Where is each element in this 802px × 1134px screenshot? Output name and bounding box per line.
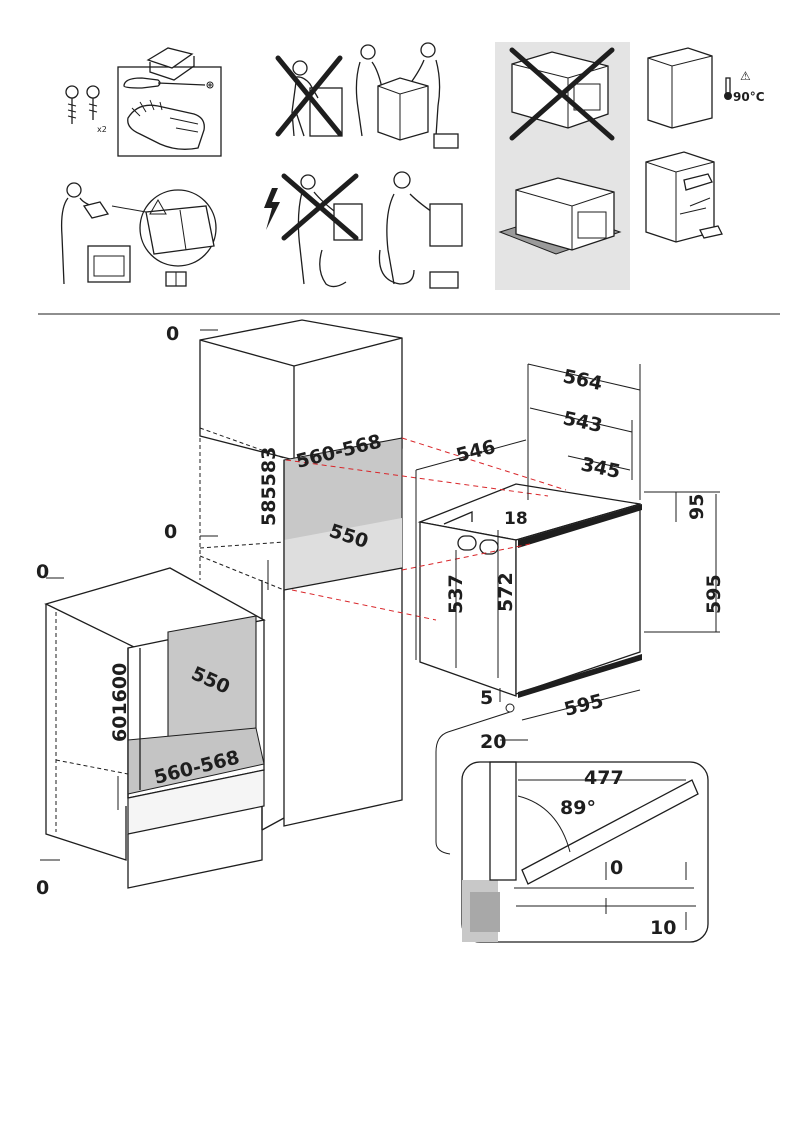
dim-door-clearance-bottom: 10 [650,917,676,939]
oven-on-floor-crossed-icon [509,47,615,141]
dim-door-clearance-top: 0 [610,857,623,879]
screwdriver-icon [123,77,214,89]
dim-tall-side-clearance: 0 [164,521,177,543]
base-cabinet [44,567,266,889]
single-person-lift-crossed-icon [275,55,343,137]
alignment-lines [285,437,567,621]
dim-base-top-clearance: 0 [36,561,49,583]
dim-tall-niche-height: 585583 [258,447,280,526]
level-tool-icon [146,47,195,81]
quantity-label: x2 [97,125,107,134]
dim-door-angle: 89° [560,797,596,819]
oven-on-pallet-icon [498,177,622,255]
dim-oven-panel-height: 95 [686,494,708,520]
dim-oven-body-height-inner: 537 [445,574,467,614]
oven [417,483,642,698]
cabinet-cleaning-icon [645,151,723,243]
read-manual-icon [60,182,217,287]
dim-oven-front-offset: 20 [480,731,506,753]
dim-oven-rear-depth: 345 [579,453,622,483]
technician-icon [378,171,463,289]
dim-oven-body-height-outer: 572 [495,572,517,612]
dim-base-bottom-clearance: 0 [36,877,49,899]
gloves-icon [127,99,205,150]
dim-door-width: 477 [584,767,624,789]
tall-cabinet [199,319,403,831]
dimension-lines [40,329,720,861]
warning-symbol: ⚠ [740,69,751,83]
cabinet-ventilation-icon: ⚠ 90°C [647,47,765,129]
toolbox-icon [433,133,459,149]
installation-diagram: 0 0 585583 560-568 550 0 0 601600 550 56… [36,319,725,943]
dim-oven-front-height: 595 [703,574,725,614]
dim-oven-top-offset: 18 [504,509,528,529]
dim-oven-side-depth: 546 [454,436,498,467]
dim-oven-overall-depth: 564 [561,365,604,395]
screws-icon: x2 [65,85,107,134]
door-detail [461,761,709,943]
dim-oven-bottom-gap: 5 [480,687,493,709]
toolbox-icon-2 [429,271,459,289]
dim-oven-body-depth: 543 [561,407,604,437]
safety-pictograms: x2 [60,42,765,290]
dim-tall-top-clearance: 0 [166,323,179,345]
dim-oven-front-width: 595 [562,690,606,721]
dim-base-niche-height: 601600 [109,663,131,742]
temperature-label: 90°C [733,90,765,104]
two-person-lift-icon [355,42,459,149]
electric-hazard-icon [264,173,363,288]
